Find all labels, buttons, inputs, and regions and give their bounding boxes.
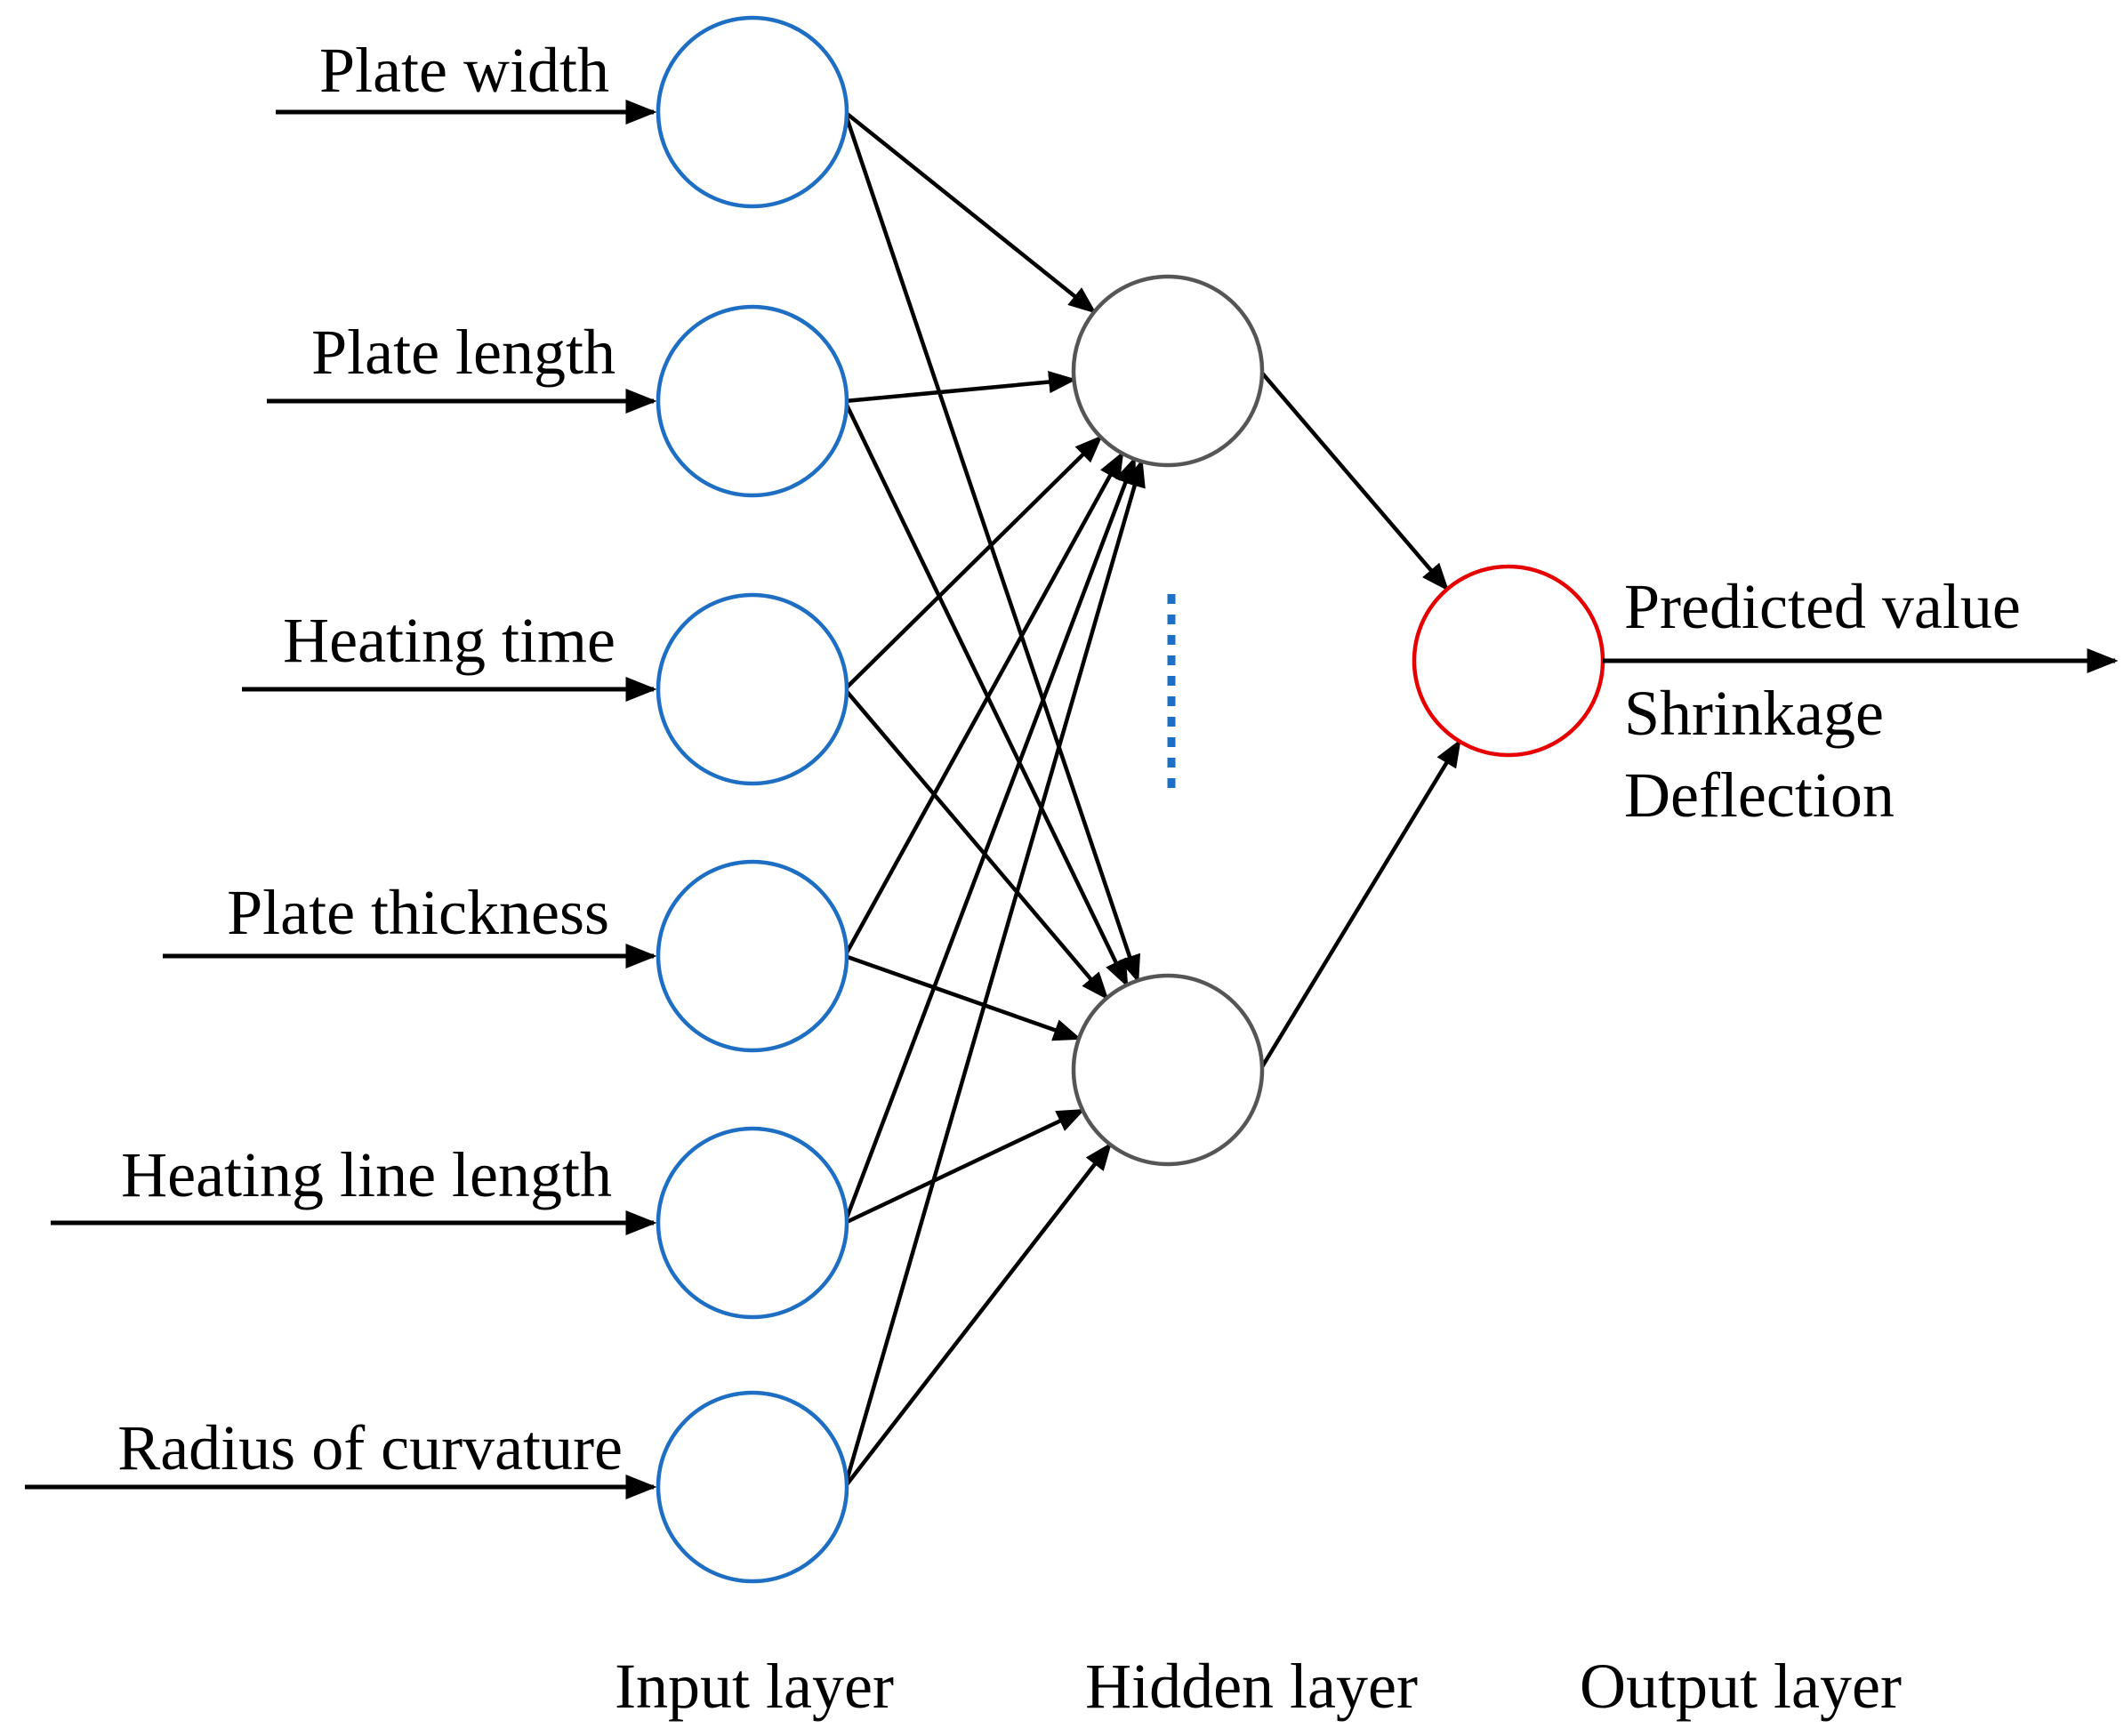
edge-input-3-to-hidden-2	[843, 687, 1109, 1001]
output-item-deflection: Deflection	[1624, 760, 1895, 831]
output-item-shrinkage: Shrinkage	[1624, 678, 1884, 749]
input-labels: Plate width Plate length Heating time Pl…	[117, 35, 623, 1483]
input-layer-nodes	[656, 15, 849, 1584]
edge-input-3-to-hidden-1	[843, 435, 1103, 691]
input-label-heating-time: Heating time	[283, 605, 615, 676]
input-node-heating-line-length	[656, 1126, 849, 1320]
hidden-layer-nodes	[1071, 274, 1265, 1167]
edge-input-2-to-hidden-2	[842, 400, 1129, 988]
input-label-plate-width: Plate width	[319, 35, 609, 106]
input-node-heating-time	[656, 592, 849, 786]
input-node-plate-width	[656, 15, 849, 209]
layer-label-input: Input layer	[615, 1651, 894, 1722]
edge-input-4-to-hidden-2	[844, 953, 1082, 1041]
input-label-plate-length: Plate length	[311, 317, 615, 388]
edge-hidden-1-to-output	[1259, 369, 1450, 591]
edge-input-5-to-hidden-2	[843, 1108, 1086, 1226]
edge-input-6-to-hidden-1	[842, 458, 1146, 1488]
edge-input-4-to-hidden-1	[842, 451, 1124, 958]
edge-input-1-to-hidden-1	[843, 110, 1097, 314]
edge-input-5-to-hidden-1	[842, 456, 1137, 1224]
input-arrows	[25, 100, 657, 1499]
hidden-node-bottom	[1071, 973, 1265, 1167]
connection-lines	[842, 110, 1461, 1489]
input-label-heating-line-length: Heating line length	[121, 1139, 612, 1210]
edge-input-2-to-hidden-1	[844, 370, 1077, 404]
input-node-plate-thickness	[656, 859, 849, 1053]
layer-label-output: Output layer	[1580, 1651, 1902, 1722]
edge-hidden-2-to-output	[1258, 738, 1461, 1072]
input-node-plate-length	[656, 304, 849, 498]
edge-input-6-to-hidden-2	[843, 1142, 1113, 1489]
output-node	[1412, 564, 1605, 758]
layer-label-hidden: Hidden layer	[1085, 1651, 1418, 1722]
output-label-predicted-value: Predicted value	[1624, 571, 2021, 642]
hidden-node-top	[1071, 274, 1265, 468]
input-node-radius-of-curvature	[656, 1390, 849, 1584]
input-label-radius-of-curvature: Radius of curvature	[117, 1412, 623, 1483]
input-label-plate-thickness: Plate thickness	[227, 877, 609, 948]
